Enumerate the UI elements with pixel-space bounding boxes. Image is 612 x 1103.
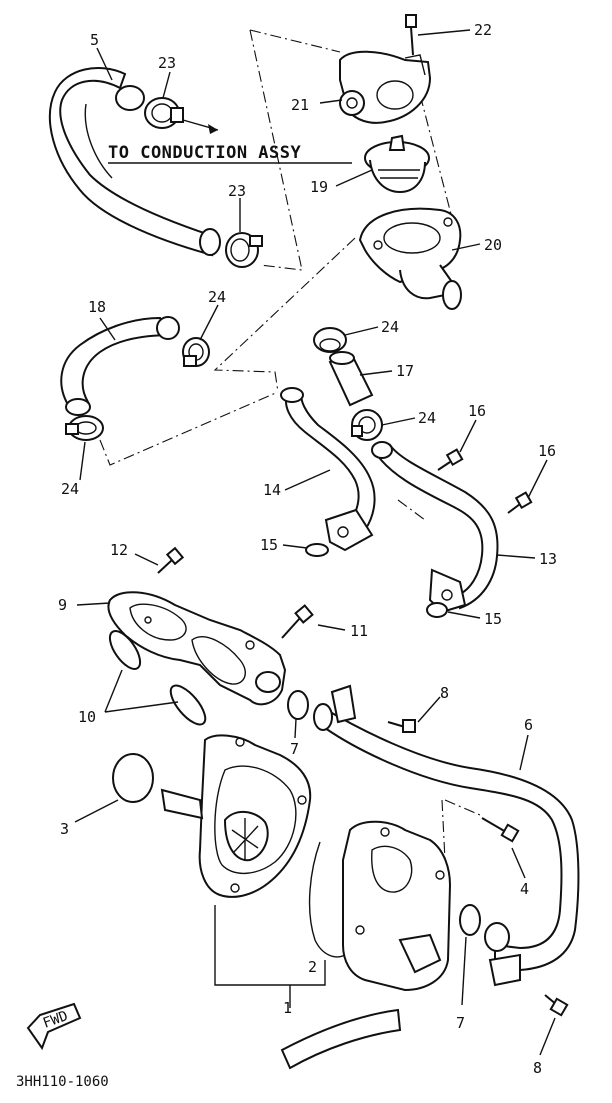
- clamp-24-d: [351, 409, 383, 441]
- bolt-16-a: [437, 448, 464, 471]
- callout-19: 19: [310, 178, 328, 196]
- pipe-13: [371, 441, 499, 614]
- hose-5: [48, 67, 221, 257]
- callout-11: 11: [350, 622, 368, 640]
- manifold-9: [107, 591, 287, 706]
- pump-cover: [308, 820, 452, 992]
- clamp-24-b: [65, 415, 104, 441]
- hose-18: [60, 316, 180, 416]
- drawing-code: 3HH110-1060: [16, 1074, 109, 1090]
- callout-24-a: 24: [208, 288, 226, 306]
- o-ring-3: [112, 753, 154, 803]
- callout-6: 6: [524, 716, 533, 734]
- callout-24-c: 24: [381, 318, 399, 336]
- hose-17: [328, 351, 374, 407]
- callout-15-a: 15: [260, 536, 278, 554]
- thermostat-cover-21: [339, 50, 432, 124]
- leader-lines: [74, 29, 556, 1056]
- assembly-line-g: [441, 799, 446, 861]
- callout-7-b: 7: [456, 1014, 465, 1032]
- callout-7-a: 7: [290, 740, 299, 758]
- water-pump-body: [160, 734, 312, 898]
- callout-1: 1: [283, 999, 292, 1017]
- pipe-6: [313, 684, 580, 987]
- bolt-8-a: [387, 719, 416, 733]
- thermostat-19: [364, 134, 430, 194]
- assembly-line-a: [249, 29, 303, 271]
- callout-16-a: 16: [468, 402, 486, 420]
- callout-18: 18: [88, 298, 106, 316]
- pipe-14: [280, 387, 376, 552]
- o-ring-10-a: [108, 630, 142, 670]
- o-ring-7-b: [459, 904, 481, 936]
- callout-13: 13: [539, 550, 557, 568]
- o-ring-10-b: [169, 684, 207, 726]
- callout-14: 14: [263, 481, 281, 499]
- clamp-23-lower: [225, 232, 263, 268]
- bolt-16-b: [507, 491, 533, 514]
- clamp-24-c: [313, 327, 347, 353]
- callout-numbers: 5 23 23 22 21 19 20 18 24 24 17 24 24 14…: [58, 21, 557, 1077]
- conduction-arrowhead: [208, 124, 218, 134]
- front-direction-marker: FWD: [26, 1002, 82, 1051]
- callout-15-b: 15: [484, 610, 502, 628]
- callout-24-d: 24: [418, 409, 436, 427]
- callout-8-b: 8: [533, 1059, 542, 1077]
- callout-12: 12: [110, 541, 128, 559]
- callout-3: 3: [60, 820, 69, 838]
- o-ring-15-a: [305, 543, 329, 557]
- callout-23-lower: 23: [228, 182, 246, 200]
- clamp-24-a: [182, 337, 210, 367]
- thermostat-housing-20: [358, 207, 462, 310]
- bolt-4: [481, 817, 520, 843]
- o-ring-15-b: [426, 602, 448, 618]
- assembly-line-d: [213, 237, 356, 393]
- callout-21: 21: [291, 96, 309, 114]
- assembly-bracket: [214, 905, 326, 986]
- callout-8-a: 8: [440, 684, 449, 702]
- callout-9: 9: [58, 596, 67, 614]
- fwd-label: FWD: [41, 1008, 70, 1032]
- clamp-23-upper: [144, 97, 184, 129]
- o-ring-7-a: [287, 690, 309, 720]
- bolt-22: [405, 14, 417, 56]
- bolt-8-b: [544, 994, 569, 1017]
- assembly-line-h: [444, 799, 481, 816]
- callout-2: 2: [308, 958, 317, 976]
- callout-4: 4: [520, 880, 529, 898]
- assembly-line-f: [397, 499, 426, 521]
- callout-22: 22: [474, 21, 492, 39]
- bolt-12: [157, 546, 185, 574]
- callout-23-upper: 23: [158, 54, 176, 72]
- callout-10: 10: [78, 708, 96, 726]
- assembly-line-e: [99, 391, 279, 466]
- callout-16-b: 16: [538, 442, 556, 460]
- assembly-line-b: [249, 29, 341, 53]
- bolt-11: [281, 604, 314, 639]
- callout-17: 17: [396, 362, 414, 380]
- conduction-note: TO CONDUCTION ASSY: [108, 143, 301, 163]
- callout-20: 20: [484, 236, 502, 254]
- hose-fragment: [280, 1008, 402, 1070]
- callout-5: 5: [90, 31, 99, 49]
- callout-24-b: 24: [61, 480, 79, 498]
